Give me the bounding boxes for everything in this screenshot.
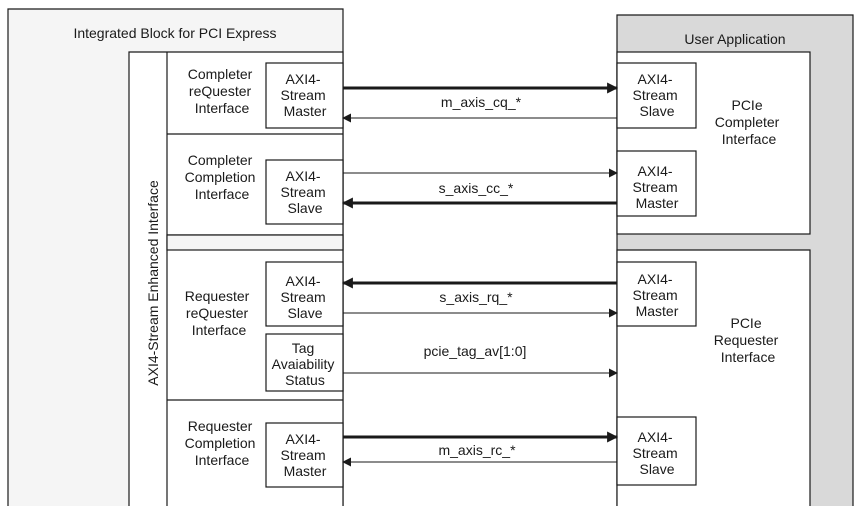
requester-requester-interface-label: Requester reQuester Interface	[185, 288, 253, 338]
cc-slave-port-label: AXI4- Stream Slave	[280, 168, 329, 216]
tag-signal-label: pcie_tag_av[1:0]	[424, 343, 527, 359]
requester-completion-interface-label: Requester Completion Interface	[185, 418, 260, 468]
pcie-requester-interface-label: PCIe Requester Interface	[714, 315, 782, 365]
rc-master-port-label: AXI4- Stream Master	[280, 431, 329, 479]
rc-slave-port-box	[616, 416, 697, 486]
rc-master-port-box	[265, 422, 344, 488]
tag-availability-status-box	[265, 333, 344, 392]
section-gap	[166, 234, 344, 251]
rq-master-port-box	[616, 261, 697, 327]
cc-master-port-box	[616, 150, 697, 217]
integrated-block-title: Integrated Block for PCI Express	[73, 25, 276, 41]
cq-signal-label: m_axis_cq_*	[441, 94, 522, 110]
cc-master-port-label: AXI4- Stream Master	[632, 163, 681, 211]
user-application-title: User Application	[684, 31, 785, 47]
cq-master-port-box	[265, 62, 344, 129]
pcie-completer-interface-label: PCIe Completer Interface	[715, 97, 783, 147]
rc-slave-port-label: AXI4- Stream Slave	[632, 429, 681, 477]
cq-slave-port-label: AXI4- Stream Slave	[632, 71, 681, 119]
tag-availability-status-label: Tag Avaiability Status	[272, 340, 339, 388]
completer-completion-interface-label: Completer Completion Interface	[185, 152, 260, 202]
axi-enhanced-vertical-label: AXI4-Stream Enhanced Interface	[145, 180, 161, 386]
cq-master-port-label: AXI4- Stream Master	[280, 71, 329, 119]
cq-slave-port-box	[616, 62, 697, 129]
completer-requester-interface-label: Completer reQuester Interface	[188, 66, 256, 116]
rq-signal-label: s_axis_rq_*	[439, 289, 513, 305]
rq-master-port-label: AXI4- Stream Master	[632, 271, 681, 319]
rc-signal-label: m_axis_rc_*	[438, 442, 516, 458]
rq-slave-port-box	[265, 261, 344, 327]
cc-signal-label: s_axis_cc_*	[439, 180, 514, 196]
rq-slave-port-label: AXI4- Stream Slave	[280, 273, 329, 321]
cc-slave-port-box	[265, 159, 344, 225]
